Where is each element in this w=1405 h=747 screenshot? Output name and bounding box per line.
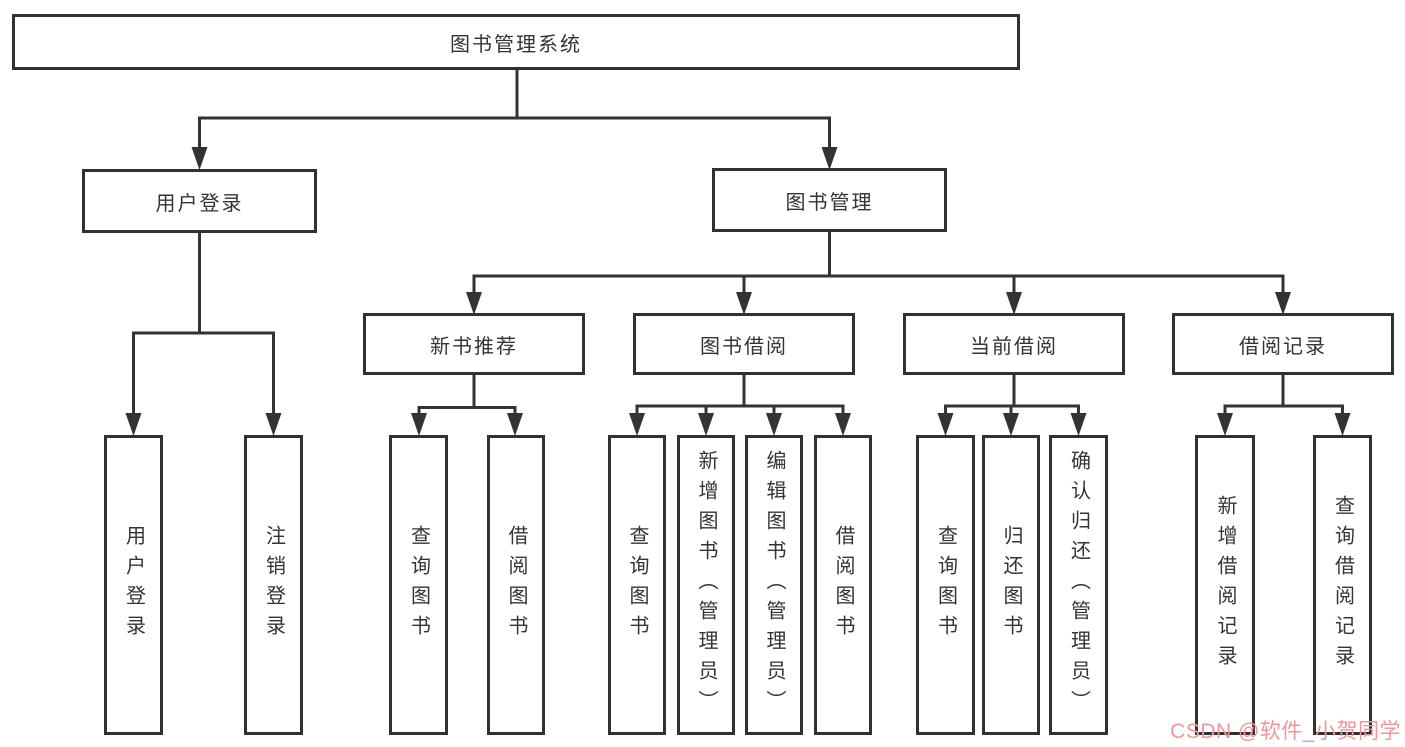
node-label: 编辑图书（管理员） [763, 450, 785, 720]
node-book-borrow: 图书借阅 [633, 313, 855, 375]
node-label: 新增图书（管理员） [695, 450, 717, 720]
node-query-books-current: 查询图书 [916, 435, 975, 735]
csdn-watermark: CSDN @软件_小贺同学 [1170, 720, 1401, 743]
node-edit-books-admin: 编辑图书（管理员） [745, 435, 803, 735]
node-label: 注销登录 [262, 525, 285, 645]
node-borrow-books-leaf: 借阅图书 [814, 435, 872, 735]
node-add-books-admin: 新增图书（管理员） [677, 435, 735, 735]
node-label: 用户登录 [122, 525, 145, 645]
node-borrow-books-recommend: 借阅图书 [487, 435, 545, 735]
node-return-books: 归还图书 [982, 435, 1040, 735]
node-label: 归还图书 [1000, 525, 1022, 645]
node-query-books-borrow: 查询图书 [608, 435, 666, 735]
node-label: 借阅图书 [505, 525, 527, 645]
node-user-login-leaf: 用户登录 [104, 435, 163, 735]
node-user-login: 用户登录 [82, 169, 317, 233]
node-query-books-recommend: 查询图书 [389, 435, 448, 735]
node-label: 查询图书 [934, 525, 957, 645]
node-label: 借阅图书 [832, 525, 854, 645]
node-label: 确认归还（管理员） [1067, 450, 1090, 720]
node-label: 新增借阅记录 [1214, 495, 1236, 675]
node-label: 查询图书 [626, 525, 648, 645]
connector-lines [132, 68, 1344, 416]
node-current-borrow: 当前借阅 [903, 313, 1125, 375]
node-query-borrow-record: 查询借阅记录 [1313, 435, 1372, 735]
node-book-management: 图书管理 [712, 168, 947, 232]
node-add-borrow-record: 新增借阅记录 [1195, 435, 1255, 735]
node-new-book-recommend: 新书推荐 [363, 313, 585, 375]
node-label: 查询图书 [407, 525, 430, 645]
node-confirm-return-admin: 确认归还（管理员） [1049, 435, 1108, 735]
node-label: 查询借阅记录 [1331, 495, 1354, 675]
node-logout-leaf: 注销登录 [244, 435, 303, 735]
node-library-system: 图书管理系统 [12, 14, 1020, 70]
node-borrow-records: 借阅记录 [1172, 313, 1394, 375]
